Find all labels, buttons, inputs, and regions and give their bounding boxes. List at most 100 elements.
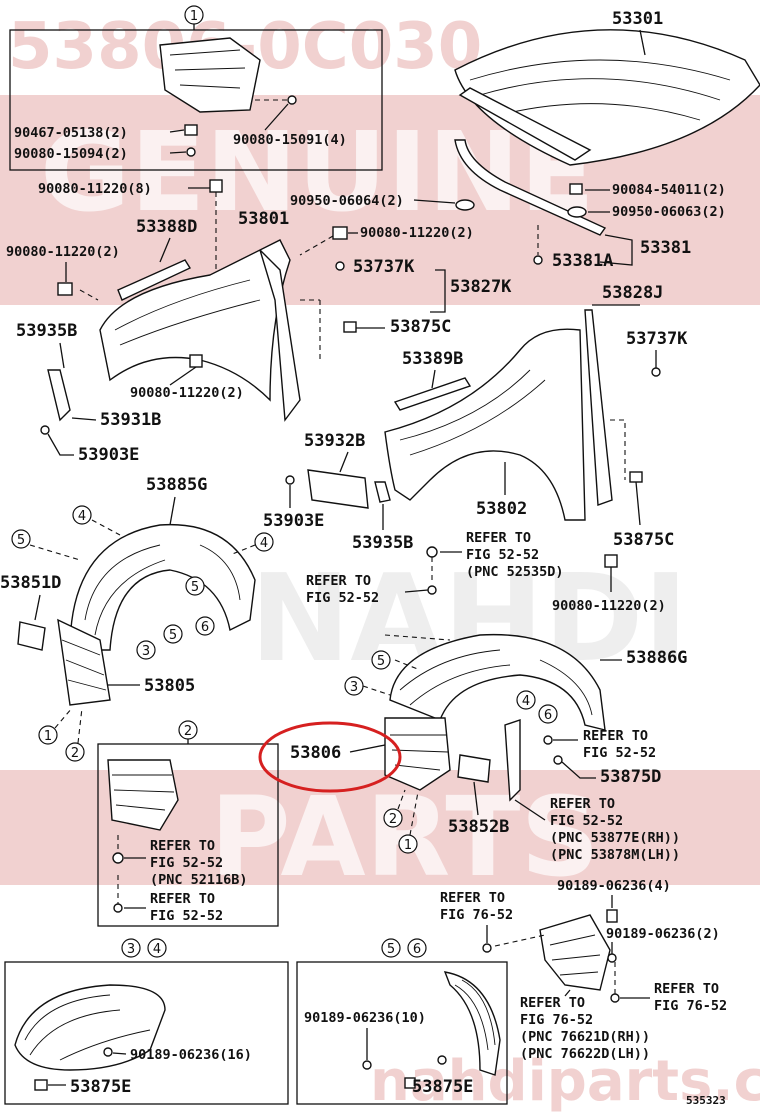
callout-5-left-c: 5 [169,628,177,643]
callout-2-box: 2 [184,724,192,739]
refer-fig52-right-line1[interactable]: REFER TO [583,728,648,744]
label-53801: 53801 [238,209,289,229]
refer-52535D-line2[interactable]: FIG 52-52 [466,547,539,563]
left-seal-pad-icon [17,621,46,651]
refer-52116B-line3[interactable]: (PNC 52116B) [150,872,248,888]
label-90080-11220-2-left: 90080-11220(2) [6,244,120,260]
label-53875D: 53875D [600,767,661,787]
label-90080-11220-2-lower: 90080-11220(2) [130,385,244,401]
right-liner-strip-icon [504,719,521,802]
right-fender-assembly: 53828J 53737K 53389B 53802 53932B 53903E… [263,283,688,614]
inset34-liner-icon [14,984,166,1071]
label-53903E-left: 53903E [78,445,139,465]
refer-fig76-a-line2[interactable]: FIG 76-52 [440,907,513,923]
left-fender-panel-icon [99,239,291,402]
label-53805: 53805 [144,676,195,696]
label-53931B: 53931B [100,410,161,430]
callout-1-left: 1 [44,729,52,744]
refer-52116B-line2[interactable]: FIG 52-52 [150,855,223,871]
clip-icon [184,124,198,136]
label-53903E-right: 53903E [263,511,324,531]
label-90080-15091: 90080-15091(4) [233,132,347,148]
refer-fig76-b-line2[interactable]: FIG 76-52 [654,998,727,1014]
callout-2-left: 2 [71,746,79,761]
left-splash-shield-icon [57,618,111,706]
label-53851D: 53851D [0,573,61,593]
refer-fig52-box-line1[interactable]: REFER TO [150,891,215,907]
refer-53877E-line3[interactable]: (PNC 53877E(RH)) [550,830,680,846]
label-90950-06063: 90950-06063(2) [612,204,726,220]
hood-assembly: 53301 90950-06064(2) 90084-54011(2) 9095… [290,9,760,271]
label-53381A: 53381A [552,251,613,271]
label-53886G: 53886G [626,648,687,668]
label-53932B: 53932B [304,431,365,451]
callout-6-right: 6 [544,708,552,723]
label-53737K-right: 53737K [626,329,688,349]
refer-fig76-c-line3[interactable]: (PNC 76621D(RH)) [520,1029,650,1045]
refer-fig76-c-line4[interactable]: (PNC 76622D(LH)) [520,1046,650,1062]
figure-id: 535323 [686,1094,726,1107]
bracket-part-icon [159,37,261,113]
label-53389B: 53389B [402,349,463,369]
callout-3-box: 3 [127,942,135,957]
label-90189-06236-4: 90189-06236(4) [557,878,671,894]
refer-fig52-line1[interactable]: REFER TO [306,573,371,589]
callout-6-left: 6 [201,620,209,635]
fender-seal-strip-icon [117,259,192,301]
label-53737K-left: 53737K [353,257,415,277]
label-53875E-right: 53875E [412,1077,473,1097]
callout-6-box: 6 [413,942,421,957]
label-53875C-left: 53875C [390,317,451,337]
right-seal-pad-icon [457,754,491,783]
highlight-ring-53806 [258,721,402,793]
bolt-icon [186,147,196,157]
label-53806: 53806 [290,743,341,763]
callout-4-left-a: 4 [78,509,86,524]
label-53875C-right: 53875C [613,530,674,550]
refer-53877E-line4[interactable]: (PNC 53878M(LH)) [550,847,680,863]
refer-52535D-line3[interactable]: (PNC 52535D) [466,564,564,580]
label-53828J: 53828J [602,283,663,303]
callout-3-left: 3 [142,644,150,659]
label-53852B: 53852B [448,817,509,837]
inset-box-3-4: 3 4 90189-06236(16) 53875E [4,938,289,1105]
inset-box-5-6: 5 6 90189-06236(10) 53875E [296,938,508,1105]
right-fender-panel-icon [384,328,586,521]
refer-52116B-line1[interactable]: REFER TO [150,838,215,854]
refer-fig52-box-line2[interactable]: FIG 52-52 [150,908,223,924]
label-53301: 53301 [612,9,663,29]
watermark-brand-top: GENUINE [40,108,595,236]
refer-fig76-a-line1[interactable]: REFER TO [440,890,505,906]
label-90080-11220-8: 90080-11220(8) [38,181,152,197]
callout-5-box: 5 [387,942,395,957]
label-53875E-left: 53875E [70,1077,131,1097]
callout-5-right-a: 5 [377,654,385,669]
refer-fig76-c-line1[interactable]: REFER TO [520,995,585,1011]
label-53827K: 53827K [450,277,512,297]
callout-2-right: 2 [389,812,397,827]
refer-53877E-line1[interactable]: REFER TO [550,796,615,812]
label-53388D: 53388D [136,217,197,237]
refer-fig76-c-line2[interactable]: FIG 76-52 [520,1012,593,1028]
label-90080-15094: 90080-15094(2) [14,146,128,162]
refer-52535D-line1[interactable]: REFER TO [466,530,531,546]
refer-53877E-line2[interactable]: FIG 52-52 [550,813,623,829]
hood-seal-icon [458,87,592,161]
refer-fig76-b-line1[interactable]: REFER TO [654,981,719,997]
inset56-liner-icon [443,971,501,1076]
inset-box-2: 2 REFER TO FIG 52-52 (PNC 52116B) REFER … [97,720,279,927]
left-fender-assembly: 90080-11220(8) 53388D 53801 90080-11220(… [6,179,512,465]
callout-5-left-a: 5 [17,533,25,548]
refer-fig52-right-line2[interactable]: FIG 52-52 [583,745,656,761]
refer-fig52-line2[interactable]: FIG 52-52 [306,590,379,606]
callout-3-right: 3 [350,680,358,695]
callout-1-right: 1 [404,838,412,853]
callout-4-left-b: 4 [260,536,268,551]
label-90189-06236-2: 90189-06236(2) [606,926,720,942]
label-90084-54011: 90084-54011(2) [612,182,726,198]
right-fender-seal-strip-icon [393,377,472,411]
label-90189-06236-10: 90189-06236(10) [304,1010,426,1026]
mud-flap-seal-icon [47,369,71,422]
label-90080-11220-2-right: 90080-11220(2) [552,598,666,614]
left-fender-liner-edge-icon [259,249,301,422]
